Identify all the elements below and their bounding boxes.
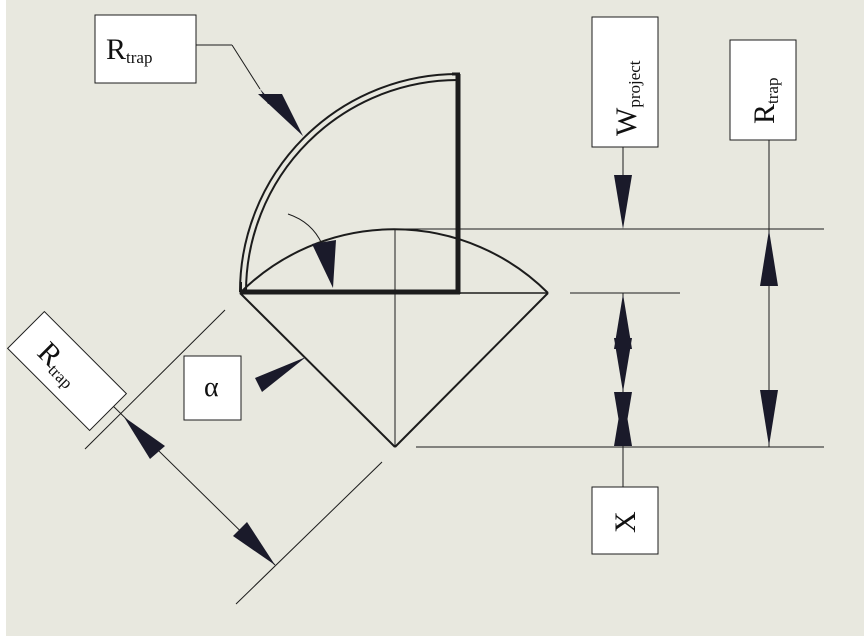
sector-left-side <box>239 292 396 448</box>
leader-r-trap-top-diag <box>231 44 261 90</box>
sector-arc <box>239 228 549 294</box>
ext-line-slant-2 <box>235 461 383 605</box>
svg-text:Wproject: Wproject <box>610 60 644 136</box>
alpha-text: α <box>204 372 219 403</box>
r-trap-top-main: R <box>106 33 126 66</box>
r-trap-right-main: R <box>748 104 781 124</box>
quarter-arc-inner <box>245 79 459 293</box>
arrow-x-bottom-down <box>614 392 632 446</box>
label-r-trap-right: Rtrap <box>729 39 797 141</box>
w-project-main: W <box>610 107 643 136</box>
x-text: X <box>609 511 642 533</box>
arrow-angle <box>312 240 336 288</box>
arrow-alpha <box>255 357 306 392</box>
arrow-x-top-down <box>614 338 632 392</box>
arrow-r-trap-right-bottom <box>760 390 778 446</box>
svg-text:Rtrap: Rtrap <box>748 78 782 124</box>
arrow-r-trap-left-2 <box>233 522 275 565</box>
background-panel <box>6 0 864 636</box>
label-x: X <box>591 486 659 555</box>
label-w-project: Wproject <box>591 16 659 148</box>
r-trap-right-sub: trap <box>763 78 782 104</box>
arrow-r-trap-top-fill <box>258 94 303 136</box>
label-r-trap-top: Rtrap <box>94 14 197 84</box>
arrow-r-trap-left-1 <box>124 417 165 459</box>
quarter-arc-outer <box>239 73 459 293</box>
w-project-sub: project <box>625 60 644 107</box>
svg-text:Rtrap: Rtrap <box>106 33 152 67</box>
arrow-r-trap-right-top <box>760 230 778 286</box>
sector-right-side <box>394 292 549 448</box>
ext-line-slant-1 <box>84 309 226 450</box>
r-trap-top-sub: trap <box>126 48 152 67</box>
label-r-trap-left: Rtrap <box>6 310 128 432</box>
arrow-x-top-up <box>614 294 632 349</box>
label-alpha: α <box>183 355 242 421</box>
angle-leader-arc <box>287 213 323 245</box>
arrow-w-project <box>614 175 632 229</box>
